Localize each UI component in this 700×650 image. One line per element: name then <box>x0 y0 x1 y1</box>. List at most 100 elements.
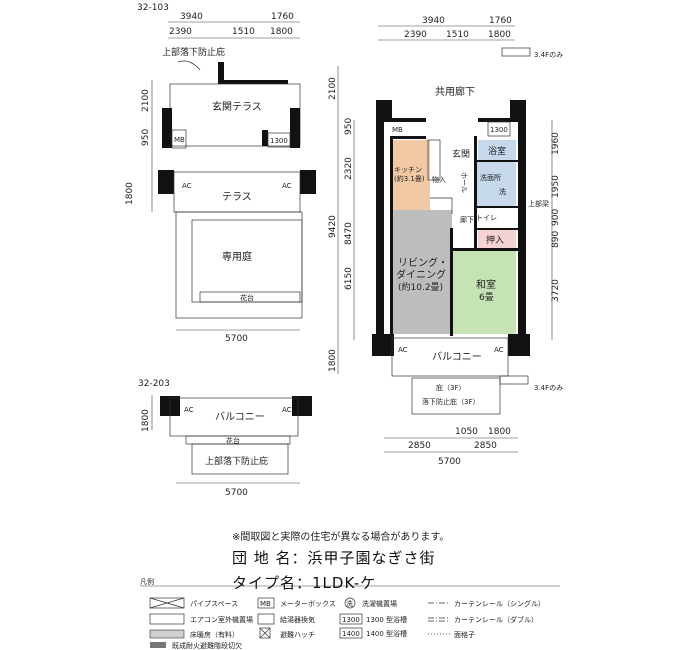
legend-ac: エアコン室外機置場 <box>190 615 253 624</box>
dim-bottom: 5700 <box>225 334 248 344</box>
legend-1300-symbol: 1300 <box>342 616 360 624</box>
label-washitsu-size: 6畳 <box>479 292 494 303</box>
legend-curtain-single: カーテンレール（シングル） <box>454 599 545 608</box>
dim-left-2: 950 <box>141 129 151 146</box>
label-upper-fall: 上部落下防止庇 <box>162 46 225 58</box>
type-label: タイプ名： <box>232 574 313 592</box>
label-upper-fall: 上部落下防止庇 <box>205 455 268 467</box>
label-entrance: 玄関 <box>452 148 470 160</box>
legend-mb-symbol: MB <box>260 600 271 608</box>
dim-sub-2: 1510 <box>232 27 255 37</box>
kitchen-area <box>392 140 430 210</box>
label-balcony: バルコニー <box>215 411 265 423</box>
label-kitchen: キッチン <box>394 166 422 174</box>
label-ac-1: AC <box>398 346 408 354</box>
label-private-garden: 専用庭 <box>222 250 252 263</box>
dim-sub-1: 2390 <box>169 27 192 37</box>
dim-right-2: 1950 <box>551 175 561 198</box>
dim-bottom-b2: 2850 <box>474 441 497 451</box>
unit-code: 32-103 <box>137 3 169 13</box>
label-terrace: テラス <box>222 191 252 203</box>
label-living-size: (約10.2畳) <box>398 281 443 293</box>
label-ac-2: AC <box>282 182 292 190</box>
label-washer: 洗 <box>499 187 506 196</box>
disclaimer-note: ※間取図と実際の住宅が異なる場合があります。 <box>232 532 450 543</box>
dim-top-1: 3940 <box>180 12 203 22</box>
dim-left-4: 9420 <box>328 215 338 238</box>
dim-right-beam: 上部梁 <box>528 199 549 208</box>
legend-mb: メーターボックス <box>280 599 336 608</box>
legend-1300: 1300 型浴槽 <box>366 615 407 624</box>
legend-washer: 洗濯機置場 <box>362 599 397 608</box>
label-bath: 浴室 <box>488 145 506 157</box>
label-balcony: バルコニー <box>432 351 482 363</box>
label-hallway: 廊下 <box>460 215 474 224</box>
legend-title: 凡例 <box>140 577 154 586</box>
complex-label: 団 地 名： <box>232 549 308 567</box>
label-entrance-terrace: 玄関テラス <box>212 100 262 113</box>
label-washitsu: 和室 <box>476 278 496 291</box>
label-corridor: 共用廊下 <box>435 85 475 98</box>
legend-fire-stair: 既成耐火避難階段切欠 <box>172 641 242 650</box>
label-box1300: 1300 <box>270 137 288 145</box>
legend-grille: 面格子 <box>454 630 475 639</box>
dim-left-1: 2100 <box>328 77 338 100</box>
label-washroom: 洗面所 <box>480 173 501 182</box>
label-living: リビング・ <box>398 256 448 269</box>
dim-left-6: 6150 <box>344 267 354 290</box>
unit-32-203: 32-203 1800 AC AC バルコニー 花台 上部落下防止庇 5700 <box>138 379 312 498</box>
dim-bottom-a2: 1800 <box>488 427 511 437</box>
legend-floor-heat: 床暖房（有料） <box>190 630 239 639</box>
legend-1400-symbol: 1400 <box>342 630 360 638</box>
complex-name-row: 団 地 名：浜甲子園なぎさ街 <box>232 547 652 568</box>
dim-left-3: 1800 <box>125 182 135 205</box>
label-closet: 押入 <box>486 234 504 246</box>
label-mb: MB <box>392 126 403 134</box>
dim-right-4: 890 <box>551 231 561 248</box>
dim-left-7: 1800 <box>328 349 338 372</box>
unit-32-103: 32-103 3940 1760 2390 1510 1800 上部落下防止庇 … <box>125 3 316 344</box>
washitsu-area <box>452 250 516 334</box>
label-ac-2: AC <box>282 406 292 414</box>
bath-area <box>478 140 516 160</box>
label-ac-1: AC <box>184 406 194 414</box>
legend: 凡例 パイプスペース エアコン室外機置場 床暖房（有料） 既成耐火避難階段切欠 … <box>140 577 560 650</box>
dim-left-5: 8470 <box>344 222 354 245</box>
note-floors-top: 3.4Fのみ <box>534 51 563 59</box>
dim-top-2: 1760 <box>489 16 512 26</box>
wash-area <box>474 162 516 208</box>
dim-bottom-b1: 2850 <box>408 441 431 451</box>
label-planter: 花台 <box>240 293 254 302</box>
label-kitchen-size: (約3.1畳) <box>394 174 425 183</box>
unit-code: 32-203 <box>138 379 170 389</box>
legend-curtain-double: カーテンレール（ダブル） <box>454 615 538 624</box>
label-toilet: トイレ <box>476 214 497 222</box>
label-ac-2: AC <box>494 346 504 354</box>
type-name: 1LDK-ケ <box>312 574 377 592</box>
label-storage: 物入 <box>432 175 446 184</box>
dim-sub-2: 1510 <box>446 30 469 40</box>
legend-pipe-space: パイプスペース <box>190 600 238 608</box>
label-fall-prevention: 落下防止庇（3F） <box>422 397 479 406</box>
main-plan: 3940 1760 2390 1510 1800 3.4Fのみ 共用廊下 210… <box>328 16 563 467</box>
dim-right-3: 900 <box>551 209 561 226</box>
dim-sub-1: 2390 <box>404 30 427 40</box>
complex-name: 浜甲子園なぎさ街 <box>307 549 436 567</box>
type-name-row: タイプ名：1LDK-ケ <box>232 572 652 593</box>
dim-right-1: 1960 <box>551 132 561 155</box>
note-floors-bottom: 3.4Fのみ <box>534 384 563 392</box>
living-area <box>392 210 452 334</box>
legend-water-heater: 給湯器換気 <box>280 615 315 624</box>
dim-bottom: 5700 <box>225 488 248 498</box>
dim-left: 1800 <box>141 409 151 432</box>
dim-sub-3: 1800 <box>270 27 293 37</box>
label-ac-1: AC <box>182 182 192 190</box>
dim-left-1: 2100 <box>141 89 151 112</box>
dim-bottom-a1: 1050 <box>455 427 478 437</box>
label-planter: 花台 <box>226 436 240 445</box>
legend-1400: 1400 型浴槽 <box>366 629 407 638</box>
dim-top-2: 1760 <box>271 12 294 22</box>
dim-left-3: 2320 <box>344 157 354 180</box>
label-hall: ホール <box>460 172 468 193</box>
